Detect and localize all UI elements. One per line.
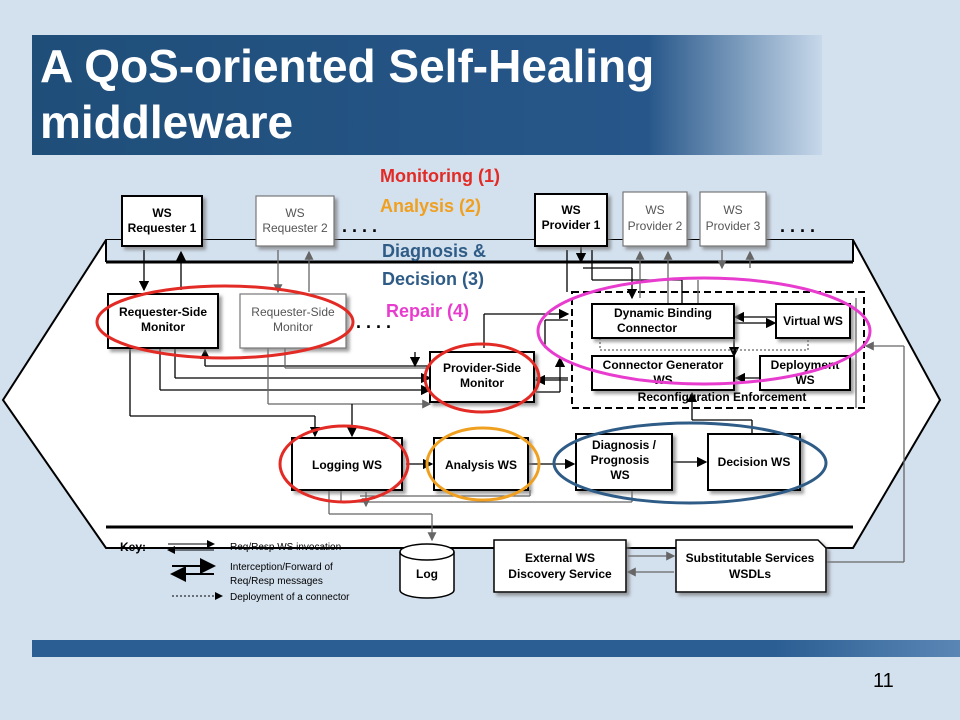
virtual-ws-label: Virtual WS xyxy=(783,314,843,328)
ws-provider-3-line1: WS xyxy=(723,203,742,217)
connection-lines xyxy=(129,244,905,577)
sub-line2: WSDLs xyxy=(729,567,771,581)
dp-line3: WS xyxy=(610,468,629,482)
analysis-ellipse xyxy=(425,426,541,502)
ws-provider-3-box: WS Provider 3 xyxy=(699,191,767,247)
log-database: Log xyxy=(399,543,455,599)
logging-ws-label: Logging WS xyxy=(312,458,382,472)
diagnosis-prognosis-ws-box: Diagnosis / Prognosis WS xyxy=(575,433,673,491)
dp-line2: Prognosis xyxy=(591,453,650,467)
phase-ellipses xyxy=(95,276,872,505)
slide-title: A QoS-oriented Self-Healing middleware xyxy=(40,38,800,150)
rsm2-line1: Requester-Side xyxy=(251,305,335,319)
phase-diagnosis-line1: Diagnosis & xyxy=(382,241,487,261)
ws-provider-3-line2: Provider 3 xyxy=(706,219,761,233)
title-line-1: A QoS-oriented Self-Healing xyxy=(40,40,655,92)
key-deployment: Deployment of a connector xyxy=(230,592,350,603)
decision-ws-box: Decision WS xyxy=(707,433,801,491)
monitoring-ellipse-logging xyxy=(278,424,410,504)
rsm1-line1: Requester-Side xyxy=(119,305,207,319)
ws-requester-1-line2: Requester 1 xyxy=(128,221,197,235)
dep-line2: WS xyxy=(795,373,814,387)
key-interception-1: Interception/Forward of xyxy=(230,562,333,573)
key-req-resp: Req/Resp WS invocation xyxy=(230,542,341,553)
log-label: Log xyxy=(416,567,438,581)
dbc-line2: Connector xyxy=(617,321,677,335)
phase-monitoring: Monitoring (1) xyxy=(380,166,500,186)
repair-ellipse xyxy=(536,276,872,386)
requester-ellipsis: . . . . xyxy=(342,216,377,236)
analysis-ws-label: Analysis WS xyxy=(445,458,517,472)
ws-requester-2-line1: WS xyxy=(285,206,304,220)
rsm2-line2: Monitor xyxy=(273,320,313,334)
ws-provider-2-box: WS Provider 2 xyxy=(622,191,688,247)
title-line-2: middleware xyxy=(40,96,294,148)
ws-provider-1-line1: WS xyxy=(561,203,580,217)
monitoring-ellipse-provider xyxy=(423,342,541,414)
analysis-ws-box: Analysis WS xyxy=(433,437,529,491)
logging-ws-box: Logging WS xyxy=(291,437,403,491)
requester-side-monitor-2-box: Requester-Side Monitor xyxy=(239,293,347,349)
ws-provider-2-line2: Provider 2 xyxy=(628,219,683,233)
sub-line1: Substitutable Services xyxy=(686,551,815,565)
page-number: 11 xyxy=(873,670,894,692)
provider-side-monitor-box: Provider-Side Monitor xyxy=(429,351,535,403)
substitutable-services-box: Substitutable Services WSDLs xyxy=(675,539,827,593)
diagnosis-ellipse xyxy=(552,421,828,505)
external-ws-discovery-box: External WS Discovery Service xyxy=(493,539,627,593)
title-bar xyxy=(32,35,822,155)
phase-analysis: Analysis (2) xyxy=(380,196,482,216)
psm-line2: Monitor xyxy=(460,376,504,390)
phase-repair: Repair (4) xyxy=(386,301,470,321)
psm-line1: Provider-Side xyxy=(443,361,521,375)
ws-provider-1-line2: Provider 1 xyxy=(542,218,601,232)
key-title: Key: xyxy=(120,540,146,554)
requester-side-monitor-1-box: Requester-Side Monitor xyxy=(107,293,219,349)
bottom-bar xyxy=(32,640,960,657)
ws-requester-1-line1: WS xyxy=(152,206,171,220)
ws-requester-2-line2: Requester 2 xyxy=(262,221,328,235)
ext-line1: External WS xyxy=(525,551,595,565)
cg-line1: Connector Generator xyxy=(603,358,724,372)
dynamic-binding-connector-box: Dynamic Binding Connector xyxy=(591,303,735,339)
virtual-ws-box: Virtual WS xyxy=(775,303,851,339)
ws-requester-2-box: WS Requester 2 xyxy=(255,195,335,247)
rsm1-line2: Monitor xyxy=(141,320,185,334)
provider-ellipsis: . . . . xyxy=(780,216,815,236)
dp-line1: Diagnosis / xyxy=(592,438,657,452)
key-legend: Key: Req/Resp WS invocation Interception… xyxy=(120,540,350,603)
ws-provider-2-line1: WS xyxy=(645,203,664,217)
ext-line2: Discovery Service xyxy=(508,567,612,581)
phase-diagnosis: Diagnosis & Decision (3) xyxy=(382,237,486,293)
phase-diagnosis-line2: Decision (3) xyxy=(382,269,485,289)
reconfiguration-enforcement-label: Reconfiguration Enforcement xyxy=(638,390,807,404)
decision-ws-label: Decision WS xyxy=(718,455,791,469)
cg-line2: WS xyxy=(653,373,672,387)
key-interception-2: Req/Resp messages xyxy=(230,576,323,587)
dbc-line1: Dynamic Binding xyxy=(614,306,712,320)
monitoring-ellipse-requester xyxy=(95,284,355,360)
monitor-ellipsis: . . . . xyxy=(356,312,391,332)
ws-provider-1-box: WS Provider 1 xyxy=(534,193,608,247)
ws-requester-1-box: WS Requester 1 xyxy=(121,195,203,247)
